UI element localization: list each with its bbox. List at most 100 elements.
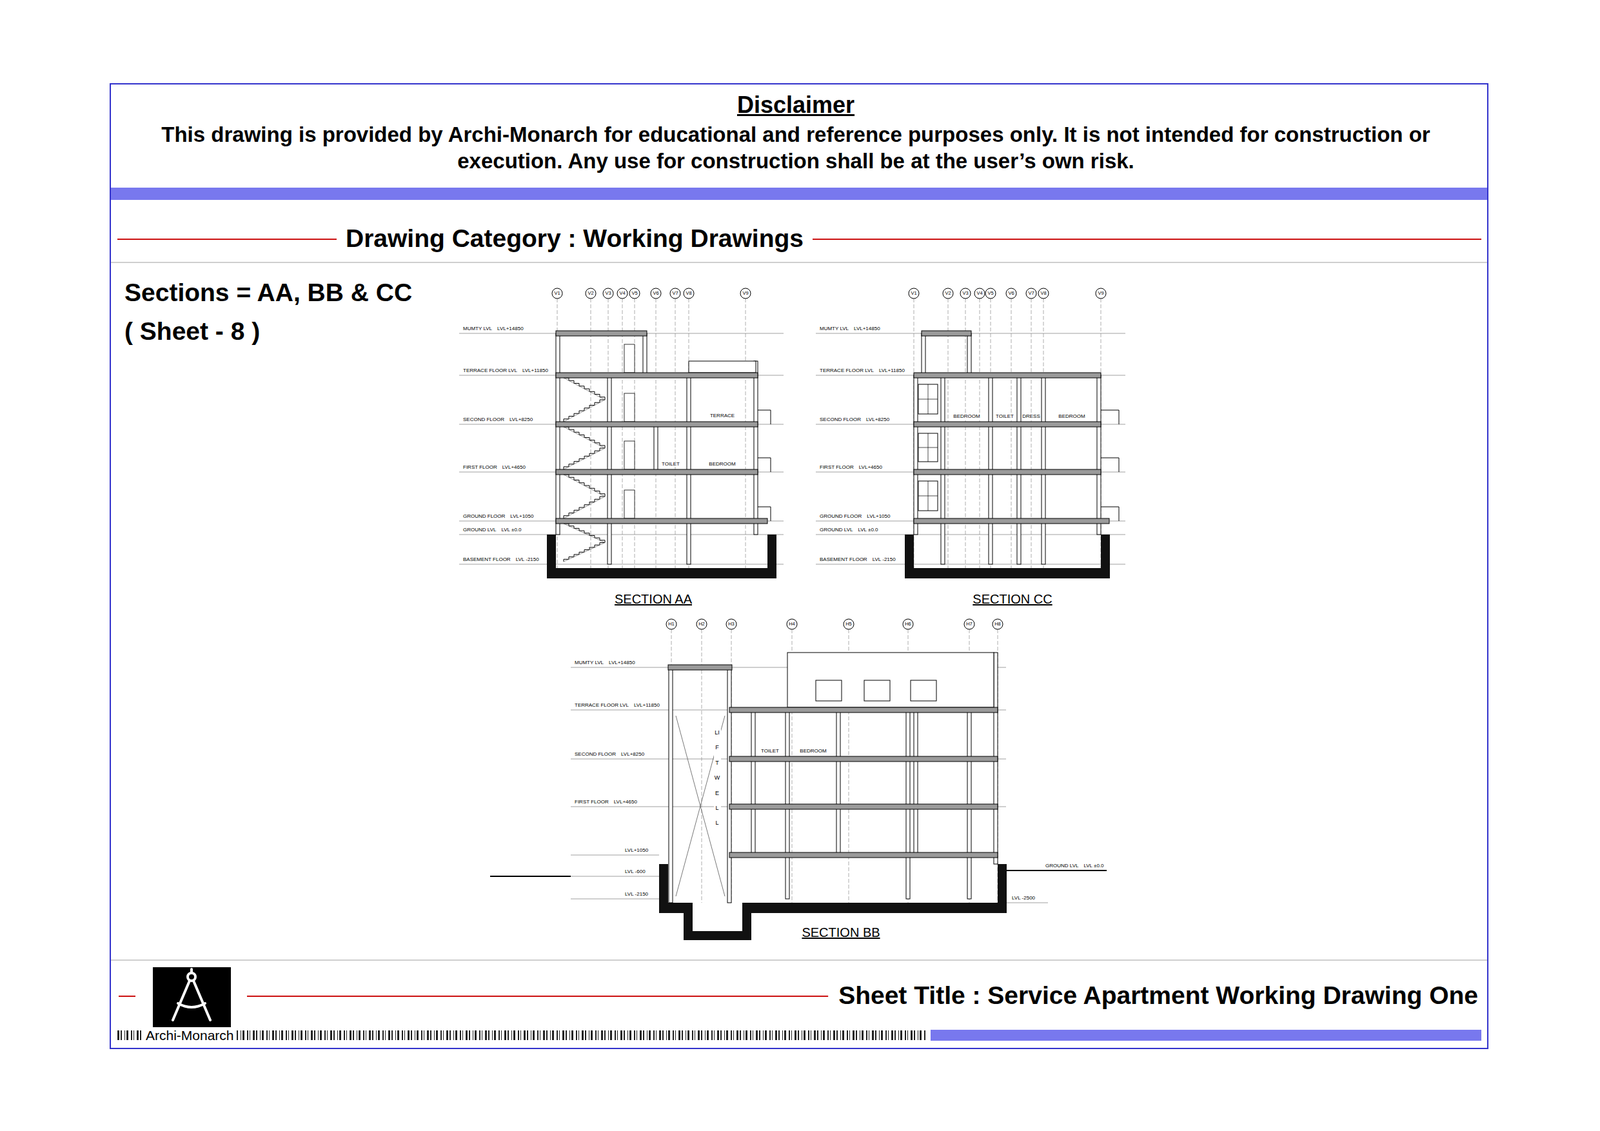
barcode-bar [261, 1030, 264, 1041]
parapet-opening [910, 680, 937, 702]
grid-line [745, 298, 747, 574]
level-name: TERRACE FLOOR LVL [819, 368, 875, 375]
grid-bubble [670, 288, 681, 299]
barcode-bar [720, 1030, 722, 1041]
floor-slab [729, 804, 998, 810]
barcode-bar [377, 1030, 380, 1041]
barcode-bar [249, 1030, 251, 1041]
barcode-bar [855, 1030, 858, 1041]
balcony-rail [1100, 410, 1119, 411]
grid-bubble-label: V5 [631, 290, 638, 297]
barcode-bar [372, 1030, 374, 1041]
level-line [1006, 902, 1048, 904]
barcode-bar [124, 1030, 126, 1041]
barcode-bar [646, 1030, 648, 1041]
level-value: LVL -2150 [871, 557, 897, 563]
blue-bar [930, 1029, 1482, 1041]
barcode-bar [559, 1030, 560, 1041]
level-value: LVL+8250 [620, 751, 645, 758]
barcode-bar [875, 1030, 877, 1041]
barcode-bar [601, 1030, 603, 1041]
barcode-bar [888, 1030, 889, 1041]
barcode-bar [349, 1030, 352, 1041]
barcode-bar [343, 1030, 346, 1041]
barcode-bar [449, 1030, 451, 1041]
barcode-bar [778, 1030, 780, 1041]
barcode-bar [913, 1030, 916, 1041]
level-line [459, 534, 784, 536]
level-name: MUMTY LVL [462, 326, 493, 333]
floor-slab [913, 372, 1101, 378]
room-label: BEDROOM [952, 414, 981, 420]
grid-line [979, 298, 981, 574]
barcode-bar [310, 1030, 313, 1041]
barcode-bar [375, 1030, 377, 1041]
floor-slab [668, 664, 732, 671]
wall [653, 424, 658, 473]
barcode-bar [750, 1030, 752, 1041]
grid-bubble [843, 619, 854, 630]
barcode-bar [681, 1030, 683, 1041]
barcode-bar [242, 1030, 245, 1041]
logo-compass [172, 969, 211, 1021]
grid-bubble-label: H6 [904, 621, 912, 627]
grid-bubble [786, 619, 798, 630]
level-name: FIRST FLOOR [573, 799, 610, 806]
barcode-bar [846, 1030, 849, 1041]
wall [642, 333, 647, 376]
window [918, 481, 938, 511]
level-name: GROUND LVL [1044, 863, 1079, 870]
floor-slab [729, 852, 998, 858]
barcode-bar [136, 1030, 139, 1041]
barcode-bar [771, 1030, 773, 1041]
stair-stringer [563, 474, 605, 497]
barcode-bar [401, 1030, 404, 1041]
room-label: BEDROOM [799, 748, 827, 755]
barcode-bar [507, 1030, 509, 1041]
barcode-bar [833, 1030, 836, 1041]
level-line [570, 855, 660, 856]
barcode-bar [891, 1030, 894, 1041]
compass-handle [190, 969, 193, 974]
grid-bubble [985, 288, 996, 299]
barcode-bar [307, 1030, 309, 1041]
barcode-bar [546, 1030, 548, 1041]
barcode-bar [791, 1030, 792, 1041]
sheet-number: ( Sheet - 8 ) [124, 317, 260, 346]
barcode-bar [291, 1030, 294, 1041]
barcode-bar [520, 1030, 522, 1041]
barcode-bar [421, 1030, 423, 1041]
staircase [563, 474, 605, 519]
section-bb-drawing [490, 619, 1107, 941]
level-value: LVL ±0.0 [1082, 863, 1105, 870]
wall [753, 361, 758, 535]
barcode-bar [803, 1030, 806, 1041]
barcode-bar [330, 1030, 333, 1041]
barcode-bar [337, 1030, 338, 1041]
barcode-bar [352, 1030, 355, 1041]
barcode-bar [745, 1030, 748, 1041]
grid-bubble-label: V7 [671, 290, 678, 297]
grid-bubble-label: V6 [1007, 290, 1014, 297]
grid-bubble-label: H1 [668, 621, 675, 627]
barcode-bar [788, 1030, 791, 1041]
barcode-bar [614, 1030, 616, 1041]
grid-bubble-label: V1 [553, 290, 560, 297]
barcode-bar [435, 1030, 438, 1041]
barcode-bar [300, 1030, 303, 1041]
barcode-bar [368, 1030, 371, 1041]
wall [967, 333, 972, 376]
disclaimer-heading: Disclaimer [737, 92, 855, 119]
barcode-bar [472, 1030, 474, 1041]
sections-heading: Sections = AA, BB & CC [124, 279, 413, 307]
barcode-bar [388, 1030, 391, 1041]
barcode-bar [885, 1030, 887, 1041]
level-value: LVL+14850 [496, 326, 525, 333]
grid-line [948, 298, 949, 574]
barcode-bar [829, 1030, 831, 1041]
barcode-bar [842, 1030, 845, 1041]
wall [836, 710, 841, 856]
grid-bubble [942, 288, 954, 299]
grid-bubble [629, 288, 640, 299]
door-opening [624, 393, 635, 422]
